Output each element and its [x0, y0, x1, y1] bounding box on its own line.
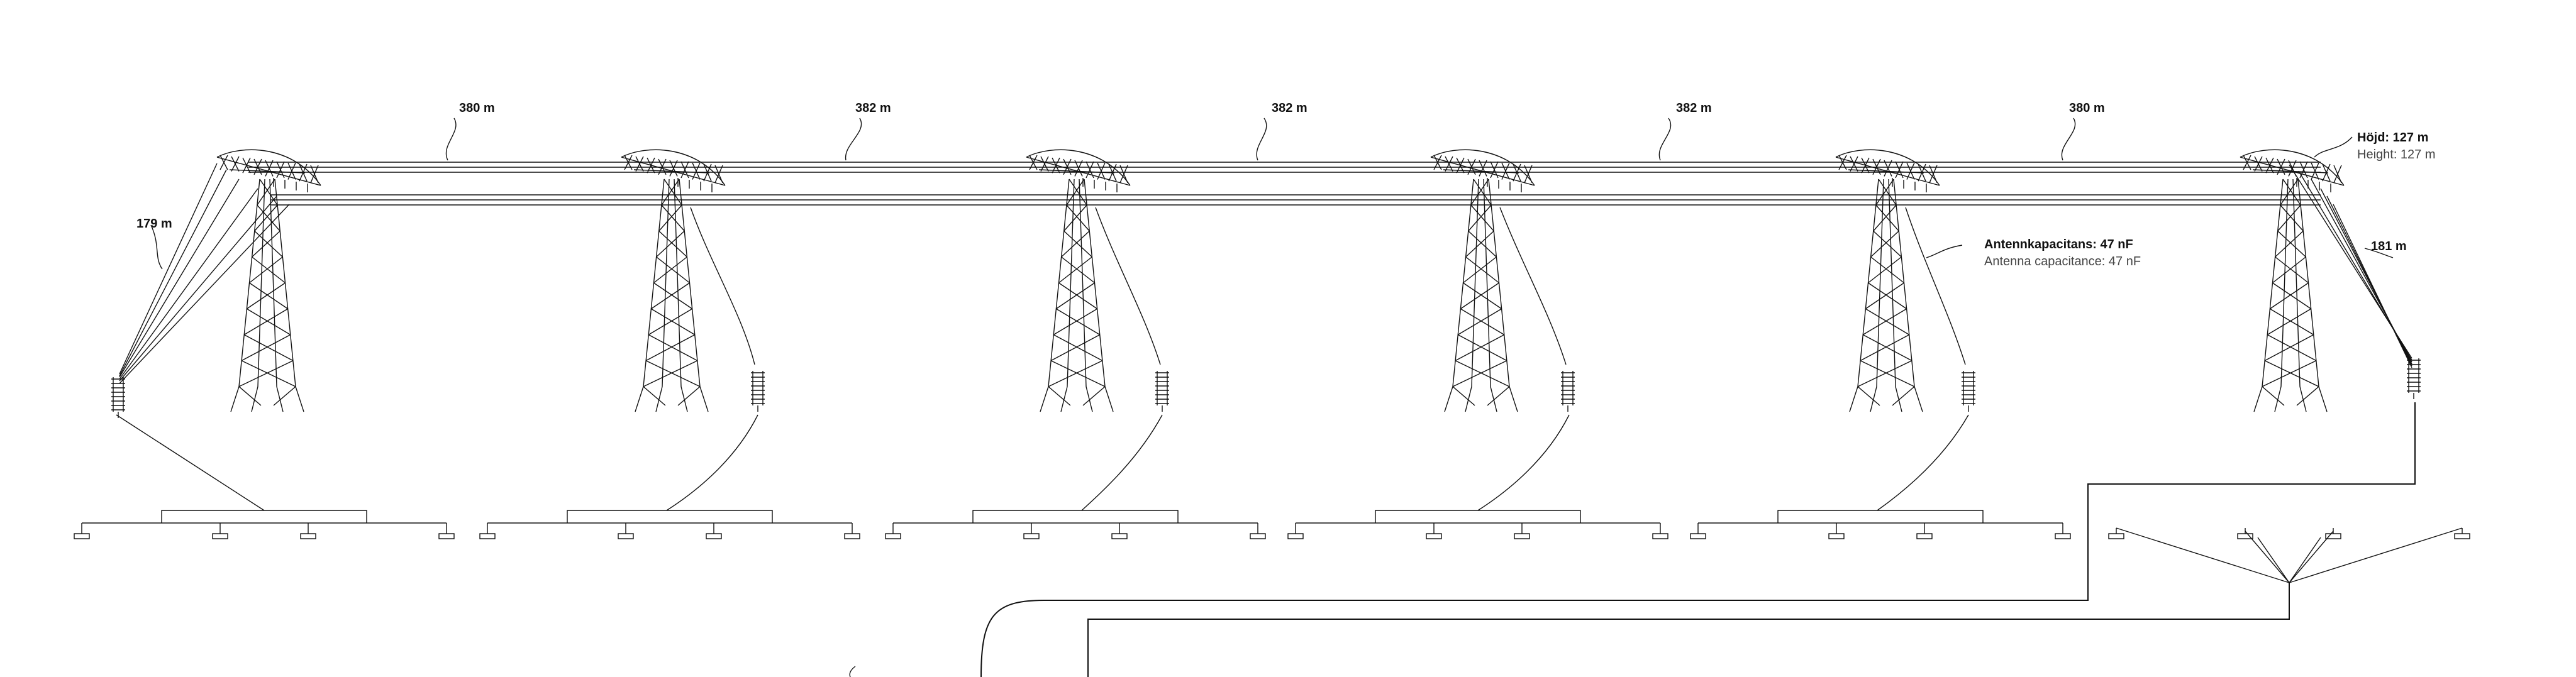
span-label-1: 380 m [459, 101, 495, 115]
tower-5 [1835, 149, 1940, 412]
ground-system-5 [1690, 510, 2071, 539]
left-span-label: 179 m [136, 217, 172, 231]
span-label-2: 382 m [855, 101, 891, 115]
capacitance-label-sv: Antennkapacitans: 47 nF [1984, 238, 2133, 251]
coil-5 [1962, 371, 1975, 412]
left-end-wires [119, 163, 290, 384]
ground-system-2 [479, 510, 860, 539]
height-label: Höjd: 127 m Height: 127 m [2357, 131, 2436, 162]
ground-system-1 [74, 510, 455, 539]
towers [216, 149, 2345, 412]
span-label-3: 382 m [1272, 101, 1307, 115]
span-labels: 380 m 382 m 382 m 382 m 380 m 179 m 181 … [136, 101, 2407, 253]
coil-4 [1561, 371, 1575, 412]
right-end-wires [2289, 164, 2412, 368]
ground-system-4 [1287, 510, 1668, 539]
tower-2 [621, 149, 726, 412]
label-leaders [150, 118, 2394, 270]
downleads [116, 207, 1969, 511]
right-span-label: 181 m [2371, 239, 2407, 253]
span-label-5: 380 m [2069, 101, 2105, 115]
tower-3 [1026, 149, 1131, 412]
coil-1 [111, 377, 125, 418]
height-label-en: Height: 127 m [2357, 148, 2436, 162]
ground-system-6 [2108, 527, 2470, 583]
tower-1 [216, 149, 321, 412]
coils [111, 358, 2421, 418]
ground-system-3 [885, 510, 1266, 539]
height-label-sv: Höjd: 127 m [2357, 131, 2428, 145]
coil-6 [2407, 358, 2421, 399]
capacitance-label-en: Antenna capacitance: 47 nF [1984, 255, 2141, 268]
coil-2 [751, 371, 765, 412]
ground-systems [74, 510, 2470, 583]
capacitance-label: Antennkapacitans: 47 nF Antenna capacita… [1984, 238, 2141, 268]
span-label-4: 382 m [1676, 101, 1712, 115]
feeder-lines [849, 402, 2416, 677]
tower-6 [2240, 149, 2345, 412]
coil-3 [1155, 371, 1169, 412]
antenna-wires [248, 162, 2321, 206]
tower-4 [1430, 149, 1535, 412]
